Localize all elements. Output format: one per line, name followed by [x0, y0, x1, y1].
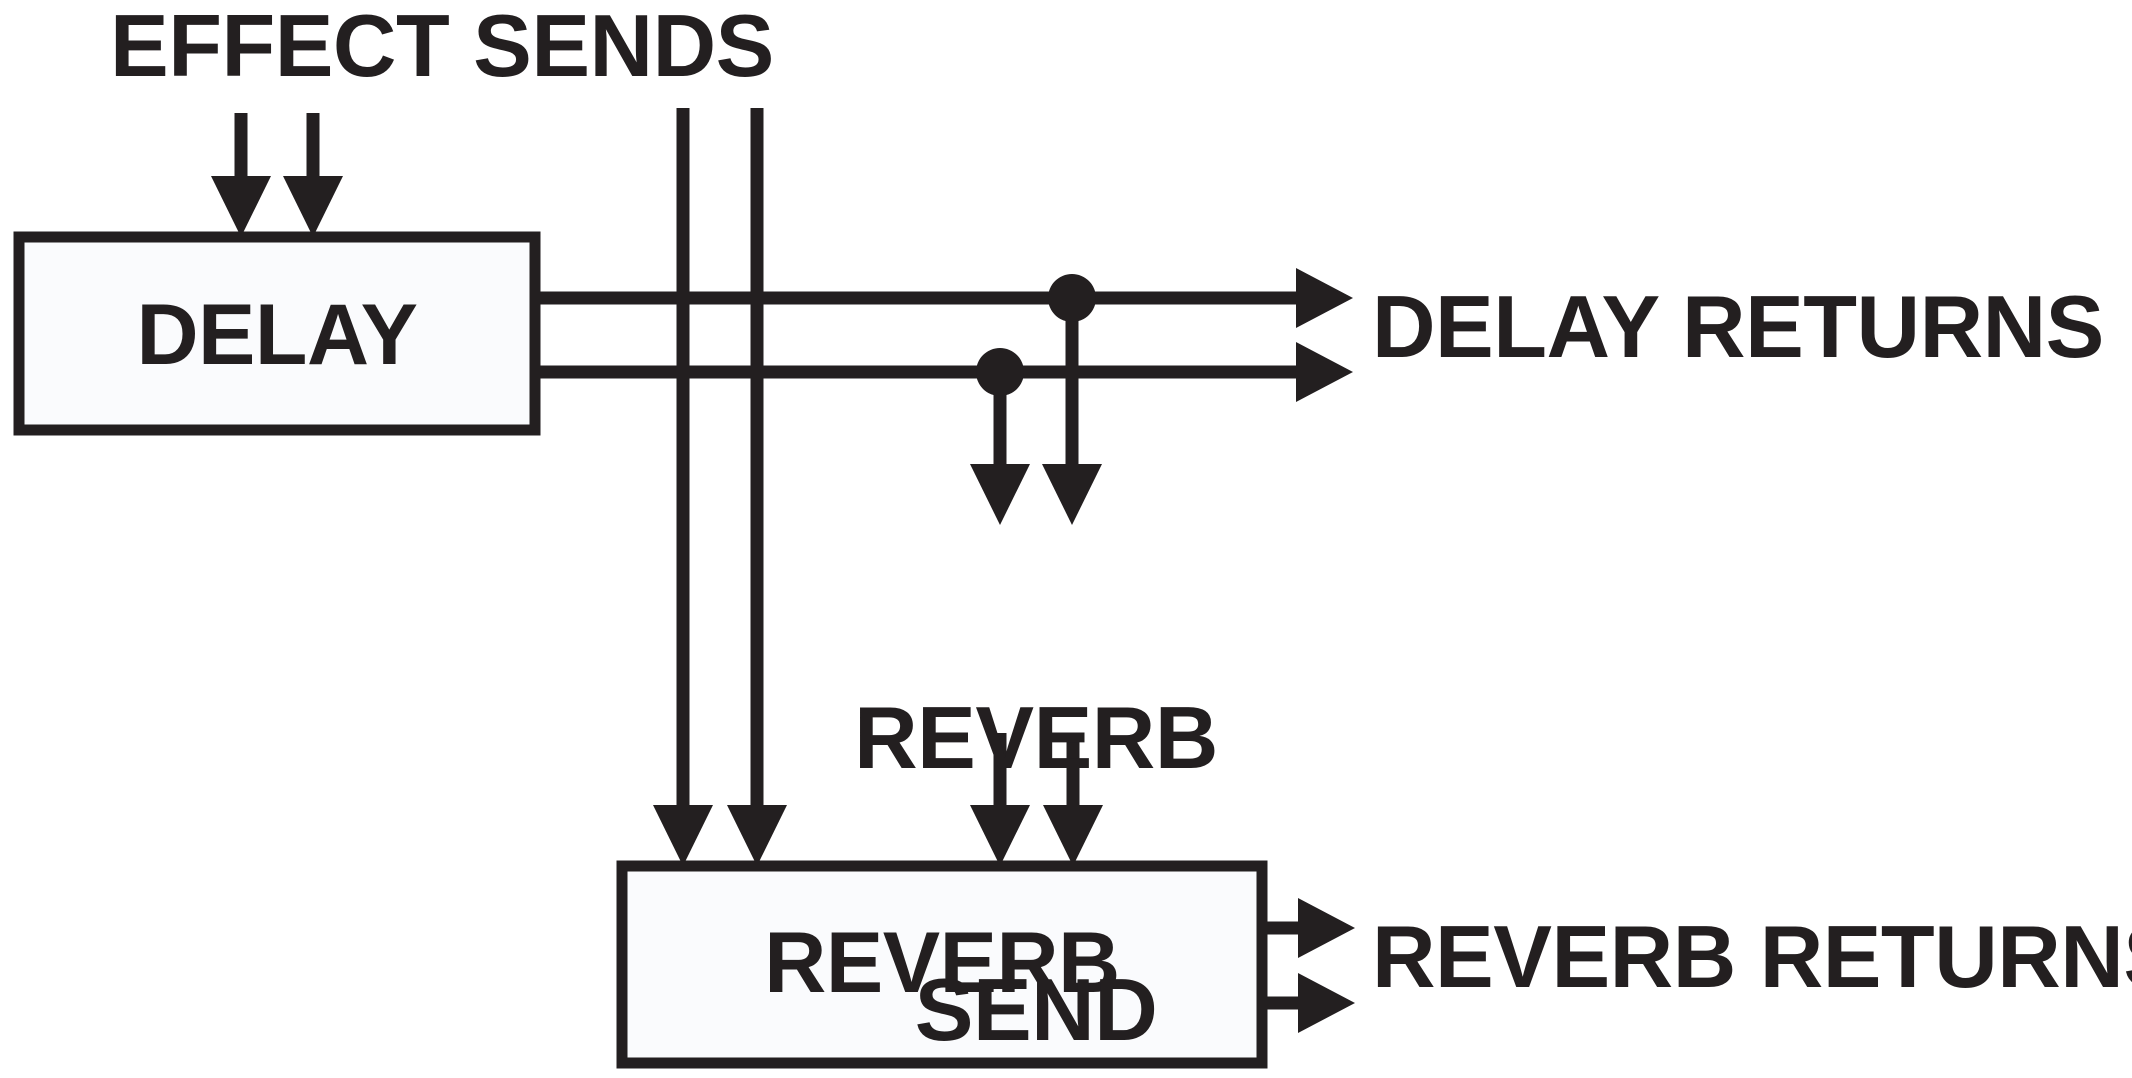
reverb-send-lines-to-reverb — [970, 733, 1103, 866]
delay-block-shape — [13, 231, 541, 436]
reverb-send-label-line-1: REVERB — [854, 688, 1218, 787]
reverb-send-arrowhead-1 — [1042, 464, 1102, 525]
delay-return-arrowhead-1 — [1296, 268, 1353, 328]
effect-send-lines-to-reverb — [653, 108, 787, 866]
reverb-output-lines — [1262, 898, 1355, 1033]
junction-dots — [976, 274, 1096, 396]
delay-return-1-tap-dot — [1048, 274, 1096, 322]
reverb-send-arrowhead-2 — [970, 464, 1030, 525]
reverb-return-arrowhead-1 — [1298, 898, 1355, 958]
reverb-send-label-line-2: SEND — [914, 960, 1158, 1059]
reverb-block-label: REVERB — [764, 915, 1120, 1011]
reverb-block-shape — [616, 860, 1268, 1069]
delay-block-label: DELAY — [136, 287, 418, 383]
effect-send-to-delay-arrowhead-1 — [211, 176, 271, 237]
effect-send-to-reverb-arrowhead-2 — [727, 805, 787, 866]
delay-returns-label: DELAY RETURNS — [1372, 277, 2104, 376]
reverb-send-to-reverb-arrowhead-2 — [1043, 805, 1103, 866]
reverb-block-rect — [616, 860, 1268, 1069]
reverb-send-label: REVERB SEND — [826, 518, 1246, 1078]
reverb-send-to-reverb-arrowhead-1 — [970, 805, 1030, 866]
effect-send-lines-to-delay — [211, 113, 343, 237]
reverb-returns-label: REVERB RETURNS — [1372, 907, 2132, 1006]
effect-send-to-delay-arrowhead-2 — [283, 176, 343, 237]
reverb-send-tap-lines — [970, 298, 1102, 525]
delay-block-rect — [13, 231, 541, 436]
delay-output-lines — [535, 268, 1353, 402]
delay-return-2-tap-dot — [976, 348, 1024, 396]
effect-send-to-reverb-arrowhead-1 — [653, 805, 713, 866]
reverb-return-arrowhead-2 — [1298, 973, 1355, 1033]
delay-return-arrowhead-2 — [1296, 342, 1353, 402]
effect-sends-label: EFFECT SENDS — [110, 0, 774, 95]
